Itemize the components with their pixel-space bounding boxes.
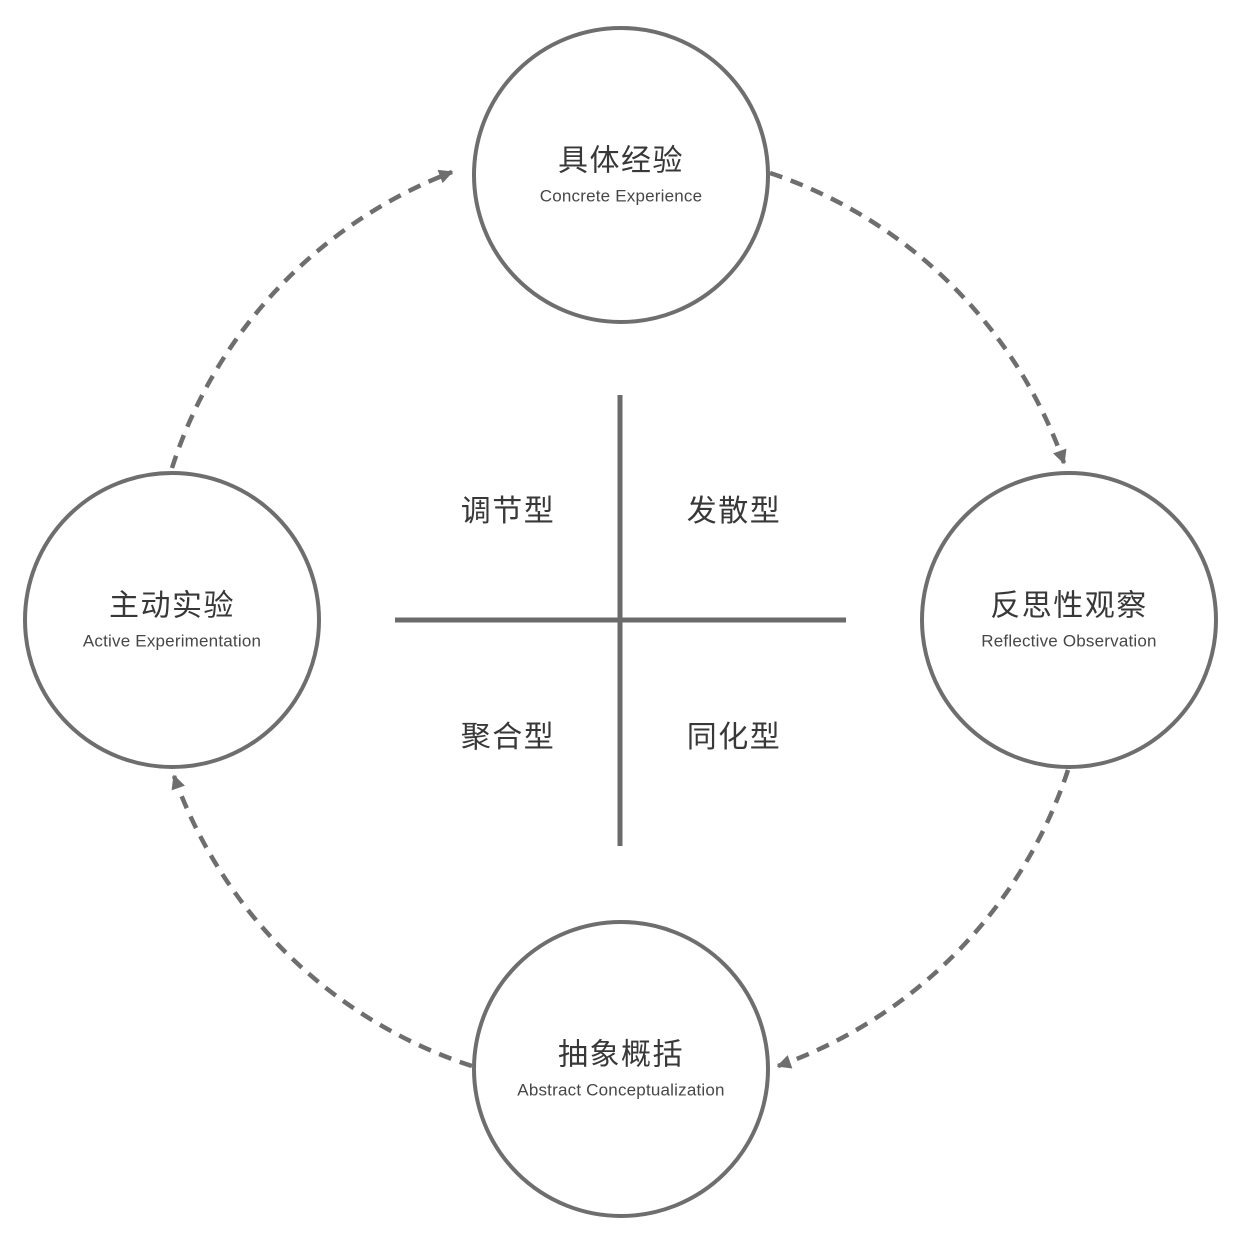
node-circle-concrete-experience [472, 26, 770, 324]
quadrant-label-assimilating: 同化型 [686, 721, 782, 754]
node-title-zh: 具体经验 [558, 144, 684, 178]
node-label-abstract-conceptualization: 抽象概括 Abstract Conceptualization [517, 1038, 724, 1100]
node-subtitle-en: Concrete Experience [539, 185, 703, 205]
arrow-active-to-concrete [169, 169, 454, 469]
node-title-zh: 抽象概括 [558, 1038, 684, 1072]
node-subtitle-en: Abstract Conceptualization [517, 1079, 725, 1099]
node-subtitle-en: Active Experimentation [82, 630, 262, 650]
node-label-active-experimentation: 主动实验 Active Experimentation [83, 589, 261, 651]
quadrant-label-diverging: 发散型 [686, 495, 782, 528]
node-title-zh: 主动实验 [108, 589, 235, 623]
node-circle-reflective-observation [920, 471, 1218, 769]
node-circle-abstract-conceptualization [472, 920, 770, 1218]
arrow-concrete-to-reflective [769, 170, 1067, 465]
node-circle-active-experimentation [23, 471, 321, 769]
arrow-reflective-to-abstract [776, 769, 1071, 1069]
node-label-concrete-experience: 具体经验 Concrete Experience [540, 144, 703, 206]
quadrant-label-accommodating: 调节型 [460, 495, 556, 528]
node-label-reflective-observation: 反思性观察 Reflective Observation [981, 589, 1156, 651]
node-title-zh: 反思性观察 [990, 589, 1148, 623]
arrow-abstract-to-active [171, 774, 473, 1069]
node-subtitle-en: Reflective Observation [981, 630, 1157, 650]
quadrant-label-converging: 聚合型 [460, 721, 556, 754]
